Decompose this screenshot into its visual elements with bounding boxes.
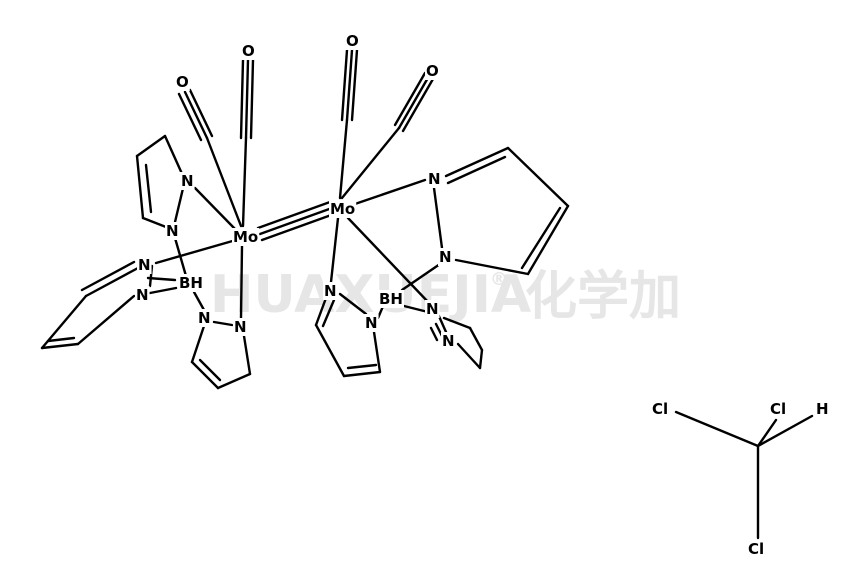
atom-o4: O <box>426 62 439 80</box>
atom-cl3: Cl <box>748 540 764 558</box>
atom-n-c: N <box>138 256 151 274</box>
atom-label-backdrop <box>425 300 440 318</box>
atom-label-backdrop <box>180 172 195 190</box>
atom-label-backdrop <box>165 222 180 240</box>
atom-n-g: N <box>428 170 441 188</box>
atom-n-i: N <box>324 282 337 300</box>
atom-o2: O <box>242 42 255 60</box>
watermark-registered: ® <box>490 269 508 290</box>
atom-o3: O <box>346 32 359 50</box>
atom-label-backdrop <box>425 62 440 80</box>
atom-label-backdrop <box>364 314 379 332</box>
atom-label-backdrop <box>427 170 442 188</box>
atom-label-backdrop <box>438 248 453 266</box>
atom-n-e: N <box>198 309 211 327</box>
atom-label-backdrop <box>441 332 456 350</box>
atom-label-backdrop <box>378 290 404 308</box>
atom-o1: O <box>176 73 189 91</box>
atom-label-backdrop <box>232 228 260 246</box>
atom-mo2: Mo <box>330 200 355 218</box>
atom-n-j: N <box>365 314 378 332</box>
atom-n-b: N <box>166 222 179 240</box>
atom-b2: BH <box>379 290 403 308</box>
atom-label-backdrop <box>178 274 204 292</box>
atom-label-backdrop <box>815 400 830 418</box>
atom-n-h: N <box>439 248 452 266</box>
atom-label-backdrop <box>241 42 256 60</box>
watermark-cjk: 化学加 <box>525 267 681 327</box>
atom-label-backdrop <box>233 318 248 336</box>
atom-cl2: Cl <box>770 400 786 418</box>
bonds <box>40 48 814 540</box>
atom-mo1: Mo <box>233 228 258 246</box>
atom-n-f: N <box>234 318 247 336</box>
atom-label-backdrop <box>137 256 152 274</box>
atom-label-backdrop <box>651 400 670 418</box>
atom-b1: BH <box>179 274 203 292</box>
atom-n-l: N <box>442 332 455 350</box>
atom-cl1: Cl <box>652 400 668 418</box>
atom-label-backdrop <box>135 286 150 304</box>
atom-label-backdrop <box>747 540 766 558</box>
atom-n-d: N <box>136 286 149 304</box>
atom-label-backdrop <box>345 32 360 50</box>
atom-label-backdrop <box>329 200 357 218</box>
atom-h1: H <box>816 400 829 418</box>
atom-label-backdrop <box>323 282 338 300</box>
atom-n-a: N <box>181 172 194 190</box>
atom-labels: Mo Mo O O O O BH BH N N N N N N N N N N … <box>135 32 830 558</box>
atom-n-k: N <box>426 300 439 318</box>
atom-label-backdrop <box>769 400 788 418</box>
atom-label-backdrop <box>175 73 190 91</box>
atom-label-backdrop <box>197 309 212 327</box>
